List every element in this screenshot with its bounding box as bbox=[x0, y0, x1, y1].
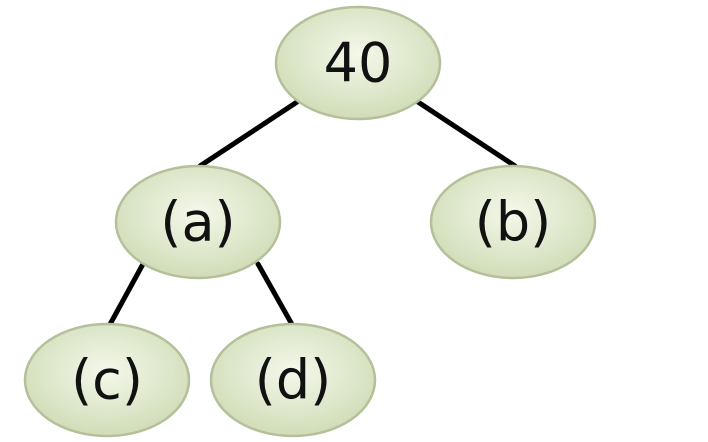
tree-node-d: (d) bbox=[209, 322, 377, 438]
tree-node-a-shape bbox=[114, 164, 282, 280]
edge-root-b bbox=[415, 99, 518, 169]
tree-node-a: (a) bbox=[114, 164, 282, 280]
tree-node-b-shape bbox=[429, 164, 597, 280]
edge-a-d bbox=[255, 261, 297, 331]
tree-node-root: 40 bbox=[274, 5, 442, 121]
edge-root-a bbox=[197, 99, 300, 169]
tree-node-d-shape bbox=[209, 322, 377, 438]
edges bbox=[105, 99, 518, 331]
tree-node-d-label: (d) bbox=[255, 349, 331, 412]
edge-a-c bbox=[105, 261, 146, 331]
tree-node-root-shape bbox=[274, 5, 442, 121]
tree-node-c: (c) bbox=[23, 322, 191, 438]
tree-node-b-label: (b) bbox=[475, 191, 551, 254]
tree-node-c-label: (c) bbox=[71, 349, 143, 412]
tree-node-b: (b) bbox=[429, 164, 597, 280]
tree-node-c-shape bbox=[23, 322, 191, 438]
tree-node-a-label: (a) bbox=[160, 191, 235, 254]
tree-node-root-label: 40 bbox=[324, 32, 393, 95]
